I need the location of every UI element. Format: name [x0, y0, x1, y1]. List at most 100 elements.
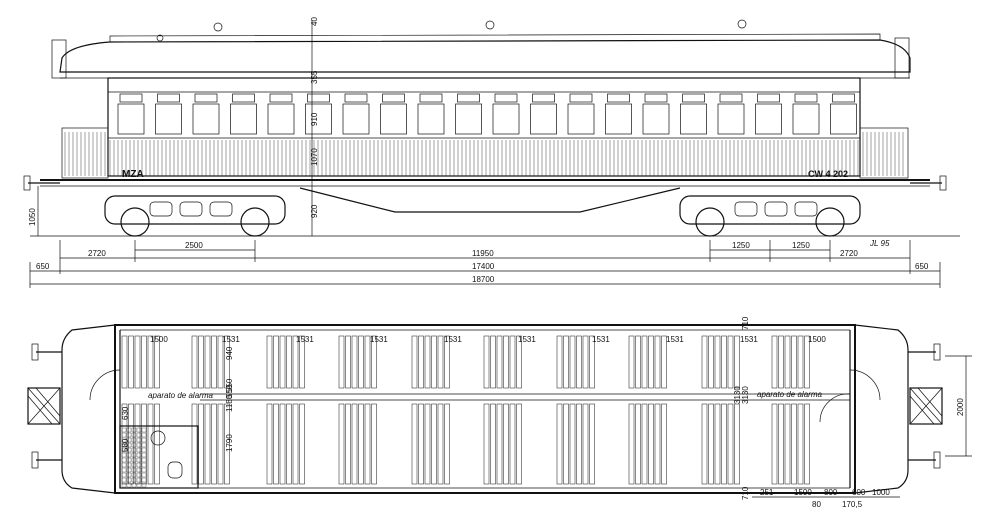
- transom-light: [644, 93, 668, 103]
- transom-light: [757, 93, 780, 103]
- dim-bottom-1500: 1500: [794, 488, 812, 497]
- seat-block: [191, 403, 230, 485]
- window: [755, 103, 782, 135]
- dim-top-710: 710: [741, 316, 750, 330]
- alarm-label-right: aparato de alarma: [757, 390, 822, 399]
- window: [230, 103, 257, 135]
- buffer-right: [910, 175, 947, 191]
- seat-block: [121, 335, 160, 389]
- transom-light: [157, 93, 180, 103]
- dim-body: 1070: [310, 148, 319, 166]
- seat-block: [628, 335, 667, 389]
- wc-compartment: [119, 425, 199, 489]
- transom-light: [532, 93, 555, 103]
- roof-vent: [485, 20, 495, 30]
- dim-floor-height: 1050: [28, 208, 37, 226]
- end-hood-left: [51, 39, 67, 79]
- plan-buffers-right: [908, 343, 941, 469]
- roof-vent: [213, 22, 223, 32]
- dim-seat-spacing: 1531: [592, 335, 610, 344]
- dim-bottom-1000: 1000: [872, 488, 890, 497]
- window: [717, 103, 745, 135]
- platform-right: [859, 127, 909, 179]
- window: [642, 103, 670, 135]
- dim-seat-spacing: 1531: [370, 335, 388, 344]
- window: [530, 103, 557, 135]
- dim-seat-spacing: 1500: [808, 335, 826, 344]
- seat-block: [701, 403, 740, 485]
- dim-seat-spacing: 1531: [740, 335, 758, 344]
- door-swing-left: [89, 369, 121, 401]
- window: [492, 103, 520, 135]
- window: [342, 103, 370, 135]
- seat-block: [701, 335, 740, 389]
- dim-left-550a: 550: [225, 378, 234, 392]
- side-elevation: MZA CW 4 202: [23, 17, 960, 288]
- transom-light: [382, 93, 405, 103]
- dim-bottom-251: 251: [760, 488, 774, 497]
- transom-light: [419, 93, 443, 103]
- window: [830, 103, 857, 135]
- window: [455, 103, 482, 135]
- dim-bottom-600: 600: [852, 488, 866, 497]
- dim-seat-spacing: 1500: [150, 335, 168, 344]
- window: [192, 103, 220, 135]
- transom-light: [269, 93, 293, 103]
- seat-block: [338, 403, 377, 485]
- buffer-left: [23, 175, 60, 191]
- dim-window: 910: [310, 112, 319, 126]
- car-body: [107, 77, 861, 177]
- dim-seat-spacing: 1531: [222, 335, 240, 344]
- dim-overall-length: 18700: [472, 275, 495, 284]
- roof: [59, 39, 911, 73]
- window: [567, 103, 595, 135]
- plan-view: aparato de alarma aparato de alarma 1500…: [27, 316, 972, 509]
- transom-light: [457, 93, 480, 103]
- bogie-left: [104, 195, 286, 237]
- transom-light: [119, 93, 143, 103]
- dim-seat-spacing: 1531: [666, 335, 684, 344]
- window: [417, 103, 445, 135]
- window: [117, 103, 145, 135]
- dim-left-550b: 550: [225, 384, 234, 398]
- transom-light: [494, 93, 518, 103]
- seat-block: [411, 403, 450, 485]
- window: [267, 103, 295, 135]
- dim-seat-spacing: 1531: [518, 335, 536, 344]
- transom-light: [194, 93, 218, 103]
- dim-width: 2000: [956, 398, 965, 416]
- dim-wc-580: 580: [121, 438, 130, 452]
- body-planking: [109, 140, 859, 176]
- dim-end-left: 650: [36, 262, 50, 271]
- dim-bottom-710: 710: [741, 486, 750, 500]
- dim-seat-spacing: 1531: [444, 335, 462, 344]
- dim-end-right: 650: [915, 262, 929, 271]
- transom-light: [569, 93, 593, 103]
- alarm-label-left: aparato de alarma: [148, 391, 213, 400]
- seat-block: [556, 403, 595, 485]
- dim-left-940: 940: [225, 346, 234, 360]
- dim-left-1180: 1180: [225, 394, 234, 412]
- window: [155, 103, 182, 135]
- truss-rod: [299, 187, 681, 213]
- dim-wc-630: 630: [121, 406, 130, 420]
- dim-bogie-right-a: 1250: [732, 241, 750, 250]
- seat-block: [771, 403, 810, 485]
- dim-bogie-centres: 11950: [472, 249, 494, 258]
- seat-block: [628, 403, 667, 485]
- plan-buffers-left: [31, 343, 62, 469]
- window: [380, 103, 407, 135]
- dim-clerestory: 355: [310, 70, 319, 84]
- door-swing-right: [849, 369, 881, 401]
- window: [792, 103, 820, 135]
- toilet: [167, 461, 183, 479]
- transom-light: [344, 93, 368, 103]
- plan-platform-left: [61, 324, 116, 494]
- seat-block: [191, 335, 230, 389]
- roof-vent: [737, 19, 747, 29]
- dim-left-1790: 1790: [225, 434, 234, 452]
- seat-block: [266, 403, 305, 485]
- window: [680, 103, 707, 135]
- window-row: [117, 93, 857, 135]
- transom-light: [682, 93, 705, 103]
